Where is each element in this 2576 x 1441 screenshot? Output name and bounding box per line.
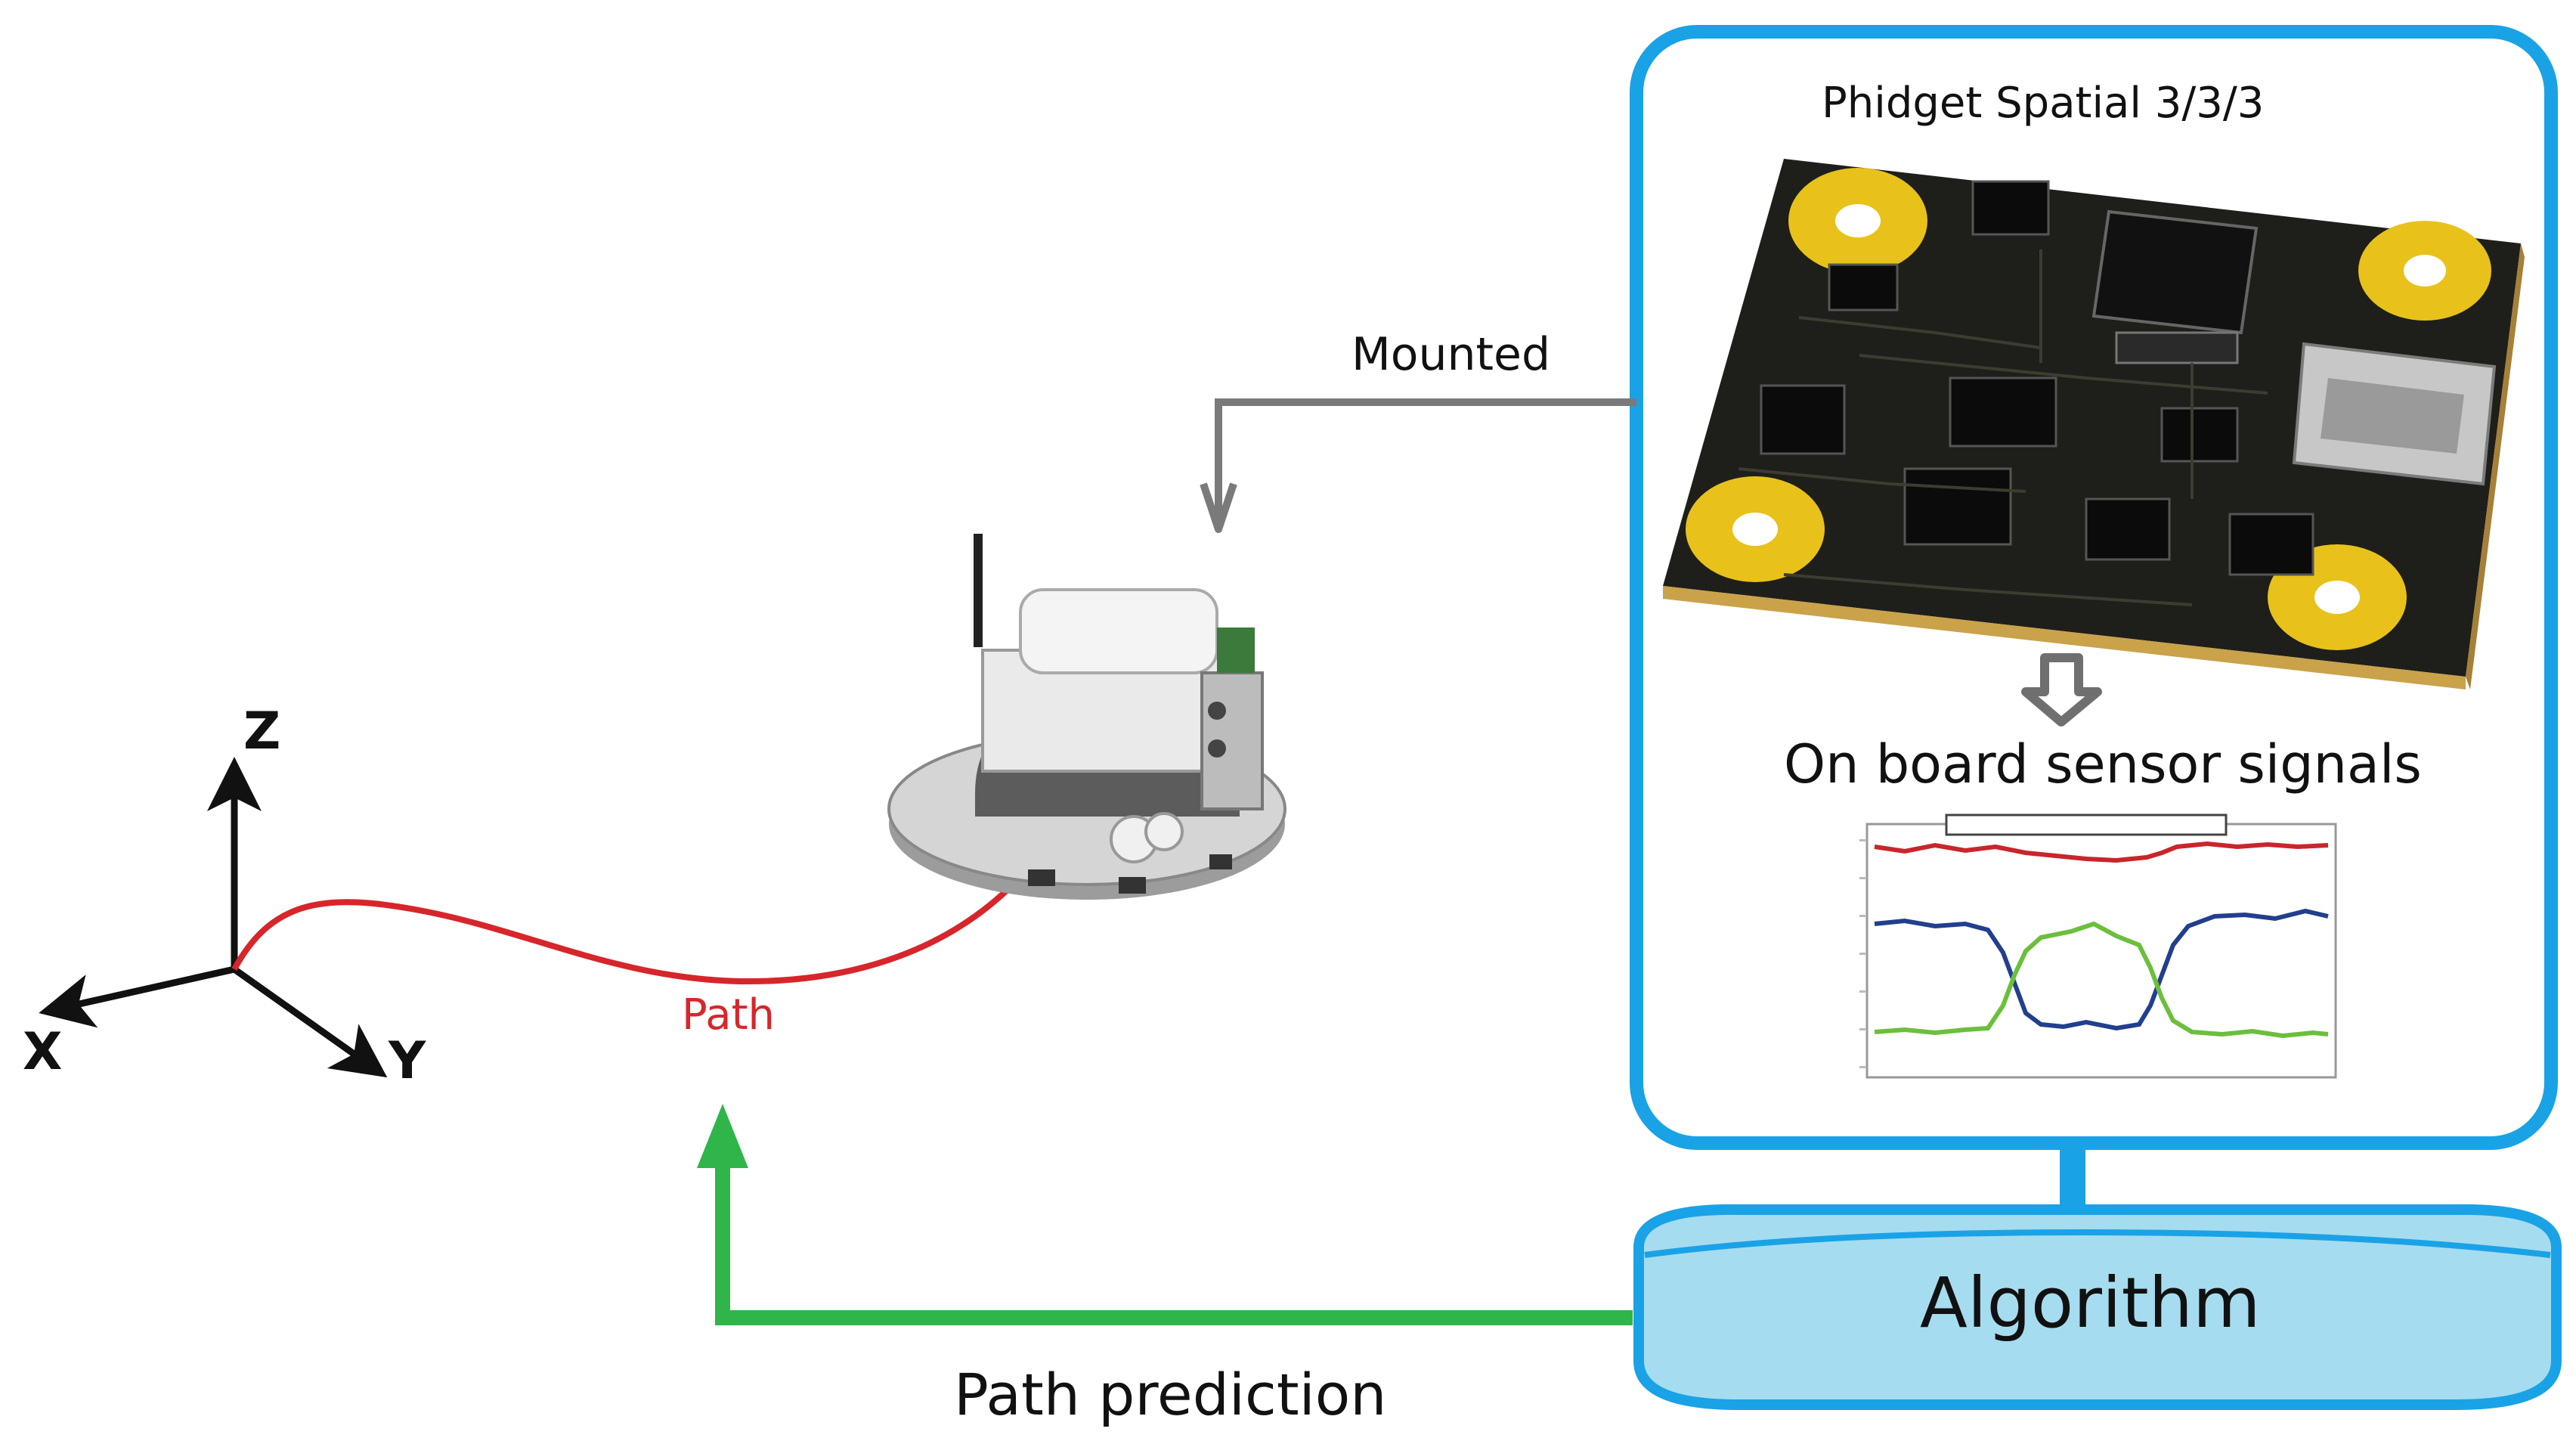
mounted-arrow <box>1215 398 1636 522</box>
robot-path <box>231 881 1017 985</box>
path-prediction-label: Path prediction <box>954 1361 1387 1428</box>
axis-y-label: Y <box>389 1031 426 1091</box>
path-label: Path <box>682 990 776 1040</box>
signal-blue <box>1874 908 2329 1031</box>
panel-algorithm-connector <box>2060 1143 2085 1211</box>
signal-red <box>1874 841 2329 863</box>
mounted-label: Mounted <box>1351 328 1551 381</box>
signal-green <box>1874 921 2329 1039</box>
sensor-signal-plot <box>1859 813 2337 1079</box>
phidget-board-image <box>1663 159 2525 690</box>
prediction-arrow-head <box>697 1104 748 1168</box>
algorithm-block[interactable] <box>1633 1204 2562 1410</box>
prediction-arrow <box>715 1149 1633 1325</box>
signals-down-arrow <box>2021 653 2102 727</box>
algorithm-label: Algorithm <box>1920 1263 2261 1343</box>
robot-image <box>887 534 1286 900</box>
axis-x-label: X <box>23 1022 63 1082</box>
signals-label: On board sensor signals <box>1784 733 2422 795</box>
coordinate-axes <box>39 757 388 1078</box>
mounted-arrow-head <box>1200 482 1237 533</box>
phidget-title: Phidget Spatial 3/3/3 <box>1822 79 2265 128</box>
axis-z-label: Z <box>243 702 281 761</box>
